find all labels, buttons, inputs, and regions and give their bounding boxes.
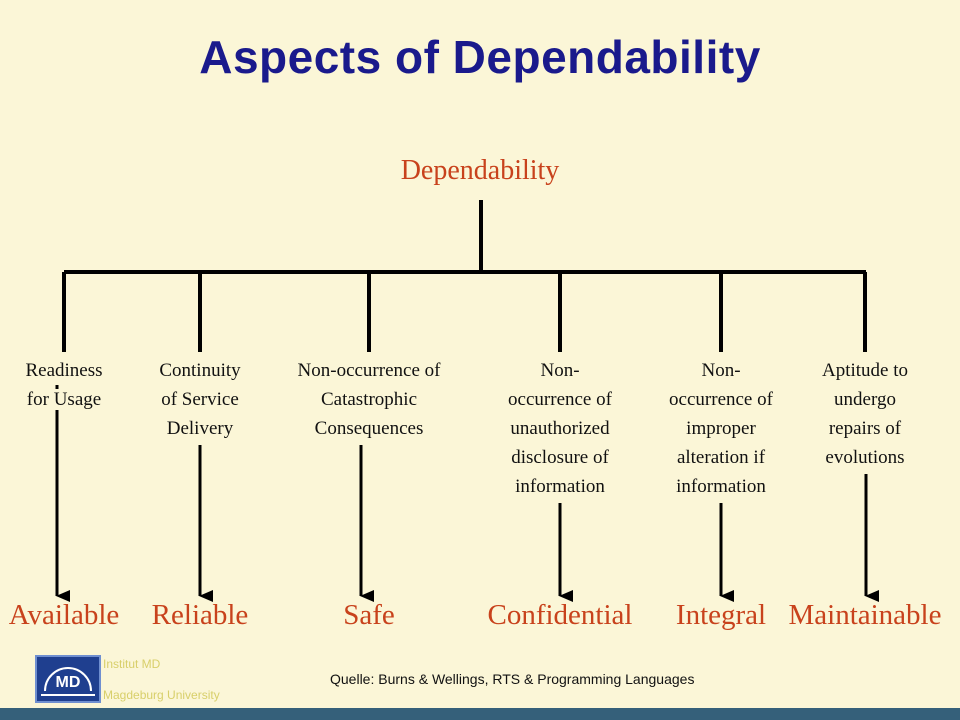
aspect-description-6: Aptitude to undergo repairs of evolutions (785, 356, 945, 472)
aspect-description-line: Catastrophic (318, 389, 420, 410)
aspect-description-line: alteration if (674, 447, 768, 468)
attribute-safe: Safe (343, 599, 395, 631)
aspect-description-line: evolutions (823, 447, 907, 468)
aspect-description-line: disclosure of (509, 447, 611, 468)
aspect-description-line: Non- (699, 360, 743, 381)
aspect-description-line: information (513, 476, 607, 497)
attribute-integral: Integral (675, 599, 767, 631)
aspect-description-line: occurrence of (667, 389, 775, 410)
logo-text-line-2: Magdeburg University (103, 688, 220, 702)
aspect-description-1: Readiness for Usage (0, 356, 144, 414)
aspect-description-line: unauthorized (508, 418, 612, 439)
aspect-description-line: occurrence of (506, 389, 614, 410)
aspect-description-line: of Service (159, 389, 241, 410)
root-node-dependability: Dependability (400, 155, 560, 186)
aspect-description-line: Continuity (157, 360, 243, 381)
attribute-maintainable: Maintainable (788, 599, 942, 631)
attribute-reliable: Reliable (151, 599, 249, 631)
attribute-available: Available (8, 599, 120, 631)
aspect-description-line: Non-occurrence of (295, 360, 443, 381)
svg-text:MD: MD (56, 674, 81, 691)
aspect-description-line: Non- (538, 360, 582, 381)
aspect-description-line: Delivery (164, 418, 236, 439)
logo-text-line-1: Institut MD (103, 657, 161, 671)
aspect-description-line: Readiness (23, 360, 105, 381)
slide-title: Aspects of Dependability (199, 31, 761, 83)
aspect-description-line: repairs of (826, 418, 904, 439)
aspect-description-line: undergo (832, 389, 898, 410)
aspect-description-line: Aptitude to (819, 360, 911, 381)
aspect-description-line: Consequences (312, 418, 426, 439)
footer-bar (0, 708, 960, 720)
aspect-description-5: Non-occurrence of improper alteration if in… (641, 356, 801, 501)
source-citation: Quelle: Burns & Wellings, RTS & Programm… (330, 671, 695, 687)
aspect-description-line: improper (684, 418, 758, 439)
aspect-description-line: information (674, 476, 768, 497)
attribute-confidential: Confidential (487, 599, 633, 631)
aspect-description-line: for Usage (24, 389, 104, 410)
aspect-description-4: Non-occurrence of unauthorized disclosure … (480, 356, 640, 501)
md-logo-icon: MD (35, 655, 101, 703)
